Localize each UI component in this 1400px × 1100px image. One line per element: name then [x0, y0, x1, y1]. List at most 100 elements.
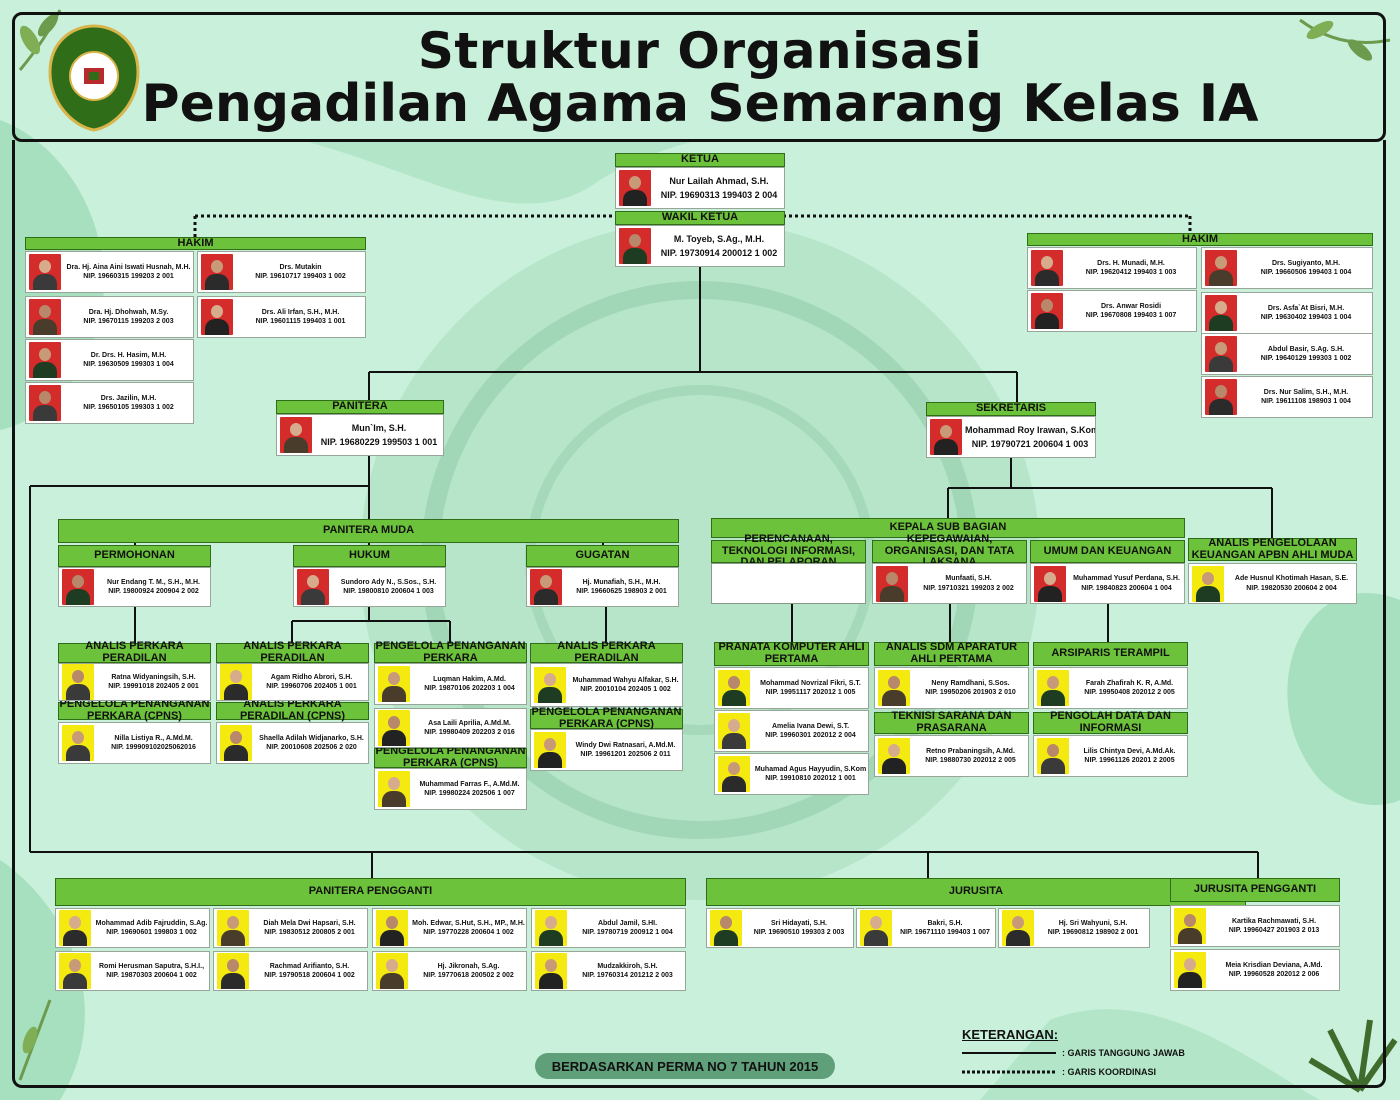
- person-info: Bakri, S.H. NIP. 19671110 199403 1 007: [895, 919, 995, 938]
- person-photo: [1031, 250, 1063, 286]
- section-header-jsp: JURUSITA PENGGANTI: [1170, 878, 1340, 902]
- person-name: Muhammad Wahyu Alfakar, S.H.: [572, 676, 679, 684]
- person-name: Mohammad Novrizal Fikri, S.T.: [760, 679, 861, 687]
- person-info: Moh. Edwar, S.Hut, S.H., MP., M.H.NIP. 1…: [411, 919, 526, 938]
- person-name: Bakri, S.H.: [927, 919, 963, 927]
- person-name: Mun`Im, S.H.: [351, 422, 407, 433]
- person-name: Kartika Rachmawati, S.H.: [1231, 917, 1317, 925]
- section-header-ketua: KETUA: [615, 153, 785, 167]
- person-nip: NIP. 19690812 198902 2 001: [1047, 929, 1139, 936]
- person-photo: [860, 910, 892, 946]
- person-card-pp8: Mudzakkiroh, S.H.NIP. 19760314 201212 2 …: [531, 951, 686, 991]
- person-name: Nilla Listiya R., A.Md.M.: [114, 734, 193, 742]
- person-card-pp5: Romi Herusman Saputra, S.H.I.,NIP. 19870…: [55, 951, 210, 991]
- person-photo: [535, 953, 567, 989]
- person-name: Drs. Asfa`At Bisri, M.H.: [1267, 304, 1345, 312]
- section-header-pengolah: PENGOLAH DATA DAN INFORMASI: [1033, 711, 1188, 734]
- person-name: Sundoro Ady N., S.Sos., S.H.: [340, 578, 437, 586]
- person-name: Ratna Widyaningsih, S.H.: [111, 673, 196, 681]
- person-photo: [62, 725, 94, 761]
- section-header-ppp_g: PENGELOLA PENANGANAN PERKARA (CPNS): [530, 706, 683, 730]
- person-photo: [201, 254, 233, 290]
- person-card-hukum: Sundoro Ady N., S.Sos., S.H.NIP. 1980081…: [293, 567, 446, 607]
- person-name: Shaella Adilah Widjanarko, S.H.: [259, 734, 364, 742]
- person-nip: NIP. 19640129 199303 1 002: [1260, 355, 1352, 362]
- title-line-1: Struktur Organisasi: [417, 22, 983, 80]
- person-photo: [378, 666, 410, 702]
- person-nip: NIP. 19690601 199803 1 002: [106, 929, 197, 936]
- person-name: Drs. H. Munadi, M.H.: [1097, 259, 1165, 267]
- person-photo: [59, 910, 91, 946]
- person-name: Asa Laili Aprilia, A.Md.M.: [428, 719, 511, 727]
- person-name: Nur Endang T. M., S.H., M.H.: [107, 578, 200, 586]
- person-info: Sri Hidayati, S.H.NIP. 19690510 199303 2…: [745, 919, 853, 938]
- person-photo: [220, 664, 252, 700]
- person-card-umum: Muhammad Yusuf Perdana, S.H.NIP. 1984082…: [1030, 563, 1185, 604]
- regulation-basis: BERDASARKAN PERMA NO 7 TAHUN 2015: [535, 1053, 835, 1079]
- person-name: Dra. Hj. Aina Aini Iswati Husnah, M.H.: [66, 263, 191, 271]
- person-card-gugatan: Hj. Munafiah, S.H., M.H.NIP. 19660625 19…: [526, 567, 679, 607]
- person-photo: [718, 756, 750, 792]
- person-nip: NIP. 19780719 200912 1 004: [582, 929, 673, 936]
- person-photo: [1174, 952, 1206, 988]
- person-photo: [1205, 295, 1237, 331]
- person-info: Muhammad Farras F., A.Md.M.NIP. 19980224…: [413, 780, 526, 799]
- person-card-jsp2: Meia Krisdian Deviana, A.Md.NIP. 1996052…: [1170, 949, 1340, 991]
- person-nip: NIP. 19960301 202012 2 004: [765, 732, 856, 739]
- person-nip: NIP. 19870303 200604 1 002: [106, 972, 197, 979]
- person-card-hl6: Drs. Jazilin, M.H.NIP. 19650105 199303 1…: [25, 382, 194, 424]
- person-nip: NIP. 19650105 199303 1 002: [83, 404, 174, 411]
- section-header-panitera: PANITERA: [276, 400, 444, 414]
- person-nip: NIP. 19671110 199403 1 007: [900, 929, 990, 936]
- person-photo: [62, 664, 94, 700]
- section-header-sekretaris: SEKRETARIS: [926, 402, 1096, 416]
- person-info: Neny Ramdhani, S.Sos.NIP. 19950206 20190…: [913, 679, 1028, 698]
- section-header-ppp_cpns2: PENGELOLA PENANGANAN PERKARA (CPNS): [374, 745, 527, 769]
- person-info: Retno Prabaningsih, A.Md.NIP. 19880730 2…: [913, 747, 1028, 766]
- person-name: Dra. Hj. Dhohwah, M.Sy.: [88, 308, 169, 316]
- person-name: Sri Hidayati, S.H.: [770, 919, 828, 927]
- person-photo: [535, 910, 567, 946]
- person-photo: [1037, 670, 1069, 706]
- person-nip: NIP. 19601115 199403 1 001: [255, 318, 346, 325]
- person-photo: [1192, 565, 1224, 602]
- person-photo: [534, 667, 566, 703]
- person-nip: NIP. 19770618 200502 2 002: [423, 972, 514, 979]
- person-photo: [62, 569, 94, 605]
- person-card-ppcpns1: Nilla Listiya R., A.Md.M. NIP. 1999091020…: [58, 722, 211, 764]
- person-name: Moh. Edwar, S.Hut, S.H., MP., M.H.: [412, 919, 525, 927]
- person-nip: NIP. 199909102025062016: [111, 744, 196, 751]
- person-photo: [1174, 908, 1206, 944]
- person-card-ketua: Nur Lailah Ahmad, S.H.NIP. 19690313 1994…: [615, 167, 785, 209]
- person-nip: NIP. 19670115 199203 2 003: [83, 318, 174, 325]
- person-info: Drs. Asfa`At Bisri, M.H.NIP. 19630402 19…: [1240, 304, 1372, 323]
- person-nip: NIP. 19870106 202203 1 004: [424, 685, 515, 692]
- person-nip: NIP. 19951117 202012 1 005: [765, 689, 856, 696]
- person-photo: [378, 710, 410, 746]
- person-info: Sundoro Ady N., S.Sos., S.H.NIP. 1980081…: [332, 578, 445, 597]
- person-photo: [59, 953, 91, 989]
- person-info: Mudzakkiroh, S.H.NIP. 19760314 201212 2 …: [570, 962, 685, 981]
- person-photo: [1031, 293, 1063, 329]
- person-nip: NIP. 20010104 202405 1 002: [580, 686, 671, 693]
- person-card-permohonan: Nur Endang T. M., S.H., M.H.NIP. 1980092…: [58, 567, 211, 607]
- person-nip: NIP. 19710321 199203 2 002: [923, 584, 1014, 592]
- title-line-2: Pengadilan Agama Semarang Kelas IA: [141, 74, 1259, 134]
- person-card-js1: Sri Hidayati, S.H.NIP. 19690510 199303 2…: [706, 908, 854, 948]
- person-info: Hj. Jikronah, S.Ag.NIP. 19770618 200502 …: [411, 962, 526, 981]
- person-name: Meia Krisdian Deviana, A.Md.: [1225, 961, 1323, 969]
- person-info: Drs. Sugiyanto, M.H.NIP. 19660506 199403…: [1240, 259, 1372, 278]
- person-info: Drs. Ali Irfan, S.H., M.H.NIP. 19601115 …: [236, 308, 365, 327]
- person-name: Abdul Jamil, S.HI.: [597, 919, 658, 927]
- person-nip: NIP. 19960706 202405 1 001: [266, 683, 357, 690]
- person-info: Lilis Chintya Devi, A.Md.Ak.NIP. 1996112…: [1072, 747, 1187, 766]
- section-header-ptip: PERENCANAAN, TEKNOLOGI INFORMASI, DAN PE…: [711, 533, 866, 568]
- person-nip: NIP. 19630509 199303 1 004: [83, 361, 174, 368]
- person-card-js3: Hj. Sri Wahyuni, S.H.NIP. 19690812 19890…: [998, 908, 1150, 948]
- person-nip: NIP. 19830512 200805 2 001: [264, 929, 355, 936]
- person-photo: [1205, 336, 1237, 372]
- person-name: Amelia Ivana Dewi, S.T.: [771, 722, 850, 730]
- person-name: Neny Ramdhani, S.Sos.: [931, 679, 1010, 687]
